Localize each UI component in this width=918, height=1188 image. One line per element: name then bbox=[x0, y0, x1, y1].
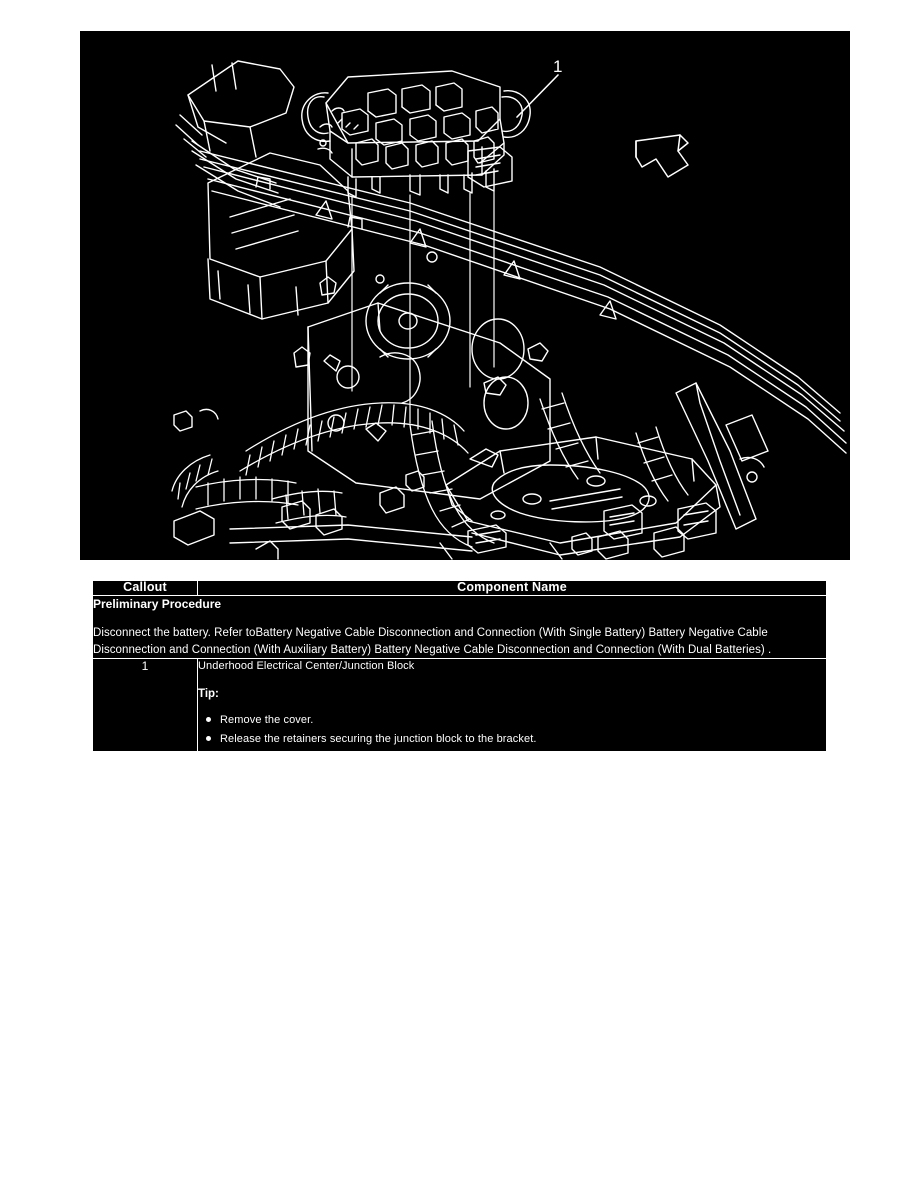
row-callout-number: 1 bbox=[92, 658, 198, 753]
lower-right-connector-blocks bbox=[571, 502, 717, 560]
preliminary-procedure-row: Preliminary Procedure Disconnect the bat… bbox=[92, 594, 827, 660]
fasteners-and-clips bbox=[293, 251, 549, 396]
upper-radiator-support-rail bbox=[199, 150, 847, 454]
tip-list: Remove the cover. Release the retainers … bbox=[198, 713, 826, 747]
inner-fender-panel-left bbox=[175, 60, 295, 208]
strut-tower-mount bbox=[365, 282, 529, 430]
table-header-row: Callout Component Name bbox=[92, 580, 827, 596]
fender-support-brace bbox=[675, 382, 769, 530]
row-component-description: Underhood Electrical Center/Junction Blo… bbox=[197, 658, 827, 753]
bullet-icon bbox=[206, 716, 211, 722]
preliminary-procedure-title: Preliminary Procedure bbox=[93, 596, 222, 611]
list-item: Remove the cover. bbox=[206, 713, 826, 727]
tip-label: Tip: bbox=[198, 687, 219, 700]
tip-text: Remove the cover. bbox=[220, 713, 314, 726]
component-name-text: Underhood Electrical Center/Junction Blo… bbox=[198, 660, 415, 673]
direction-arrow-icon bbox=[635, 134, 689, 178]
illustration-panel: 1 bbox=[80, 31, 850, 560]
component-callout-table: Callout Component Name Preliminary Proce… bbox=[90, 578, 829, 755]
column-header-callout: Callout bbox=[92, 580, 198, 596]
wiring-harness-conduits bbox=[171, 392, 689, 548]
tip-text: Release the retainers securing the junct… bbox=[220, 733, 537, 746]
junction-block-body bbox=[301, 70, 531, 198]
preliminary-procedure-cell: Preliminary Procedure Disconnect the bat… bbox=[92, 594, 827, 660]
callout-1-number: 1 bbox=[553, 57, 563, 76]
assembly-reference-lines bbox=[351, 190, 495, 424]
shock-tower-apron bbox=[207, 152, 355, 320]
preliminary-procedure-body: Disconnect the battery. Refer toBattery … bbox=[93, 627, 772, 656]
list-item: Release the retainers securing the junct… bbox=[206, 732, 826, 746]
junction-block-line-drawing bbox=[171, 60, 847, 560]
column-header-component-name: Component Name bbox=[197, 580, 827, 596]
harness-connectors bbox=[173, 408, 507, 554]
lower-frame-members bbox=[173, 510, 563, 560]
table-row: 1 Underhood Electrical Center/Junction B… bbox=[92, 658, 827, 753]
callout-1-leader-line bbox=[516, 74, 559, 118]
bullet-icon bbox=[206, 736, 211, 742]
battery-tray-bracket bbox=[445, 436, 721, 556]
front-body-hinge-pillar-panel bbox=[307, 302, 551, 500]
